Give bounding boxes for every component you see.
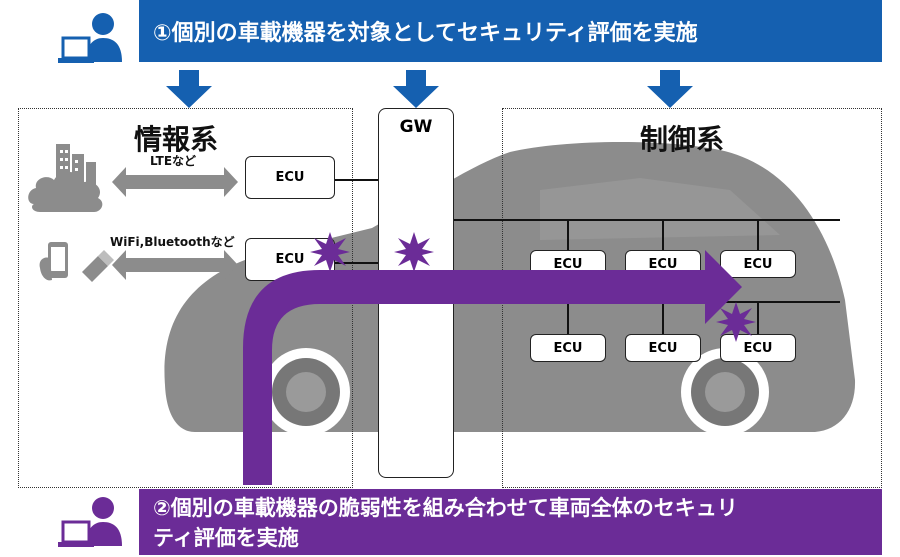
vulnerability-burst-icon	[716, 302, 756, 342]
ecu-box: ECU	[245, 156, 335, 199]
smartphone-usb-icon	[39, 242, 114, 282]
ecu-label: ECU	[648, 256, 678, 272]
down-arrow-icon	[166, 70, 212, 108]
ecu-label: ECU	[553, 340, 583, 356]
bottom-banner-line1: ②個別の車載機器の脆弱性を組み合わせて車両全体のセキュリ	[153, 496, 738, 520]
info-system-title: 情報系	[134, 123, 219, 156]
person-computer-icon	[58, 13, 122, 63]
ecu-label: ECU	[275, 252, 305, 267]
wifi-label: WiFi,Bluetoothなど	[110, 235, 235, 249]
down-arrow-icon	[647, 70, 693, 108]
ecu-label: ECU	[553, 256, 583, 272]
gateway-label: GW	[399, 117, 433, 137]
person-computer-icon	[58, 497, 122, 547]
lte-label: LTEなど	[150, 154, 197, 168]
control-system-title: 制御系	[640, 123, 725, 156]
vulnerability-burst-icon	[310, 232, 350, 272]
ecu-box: ECU	[530, 334, 606, 362]
ecu-label: ECU	[743, 256, 773, 272]
ecu-label: ECU	[275, 170, 305, 185]
top-banner-text: ①個別の車載機器を対象としてセキュリティ評価を実施	[153, 21, 698, 46]
ecu-box: ECU	[720, 250, 796, 278]
ecu-label: ECU	[743, 340, 773, 356]
bottom-banner: ②個別の車載機器の脆弱性を組み合わせて車両全体のセキュリ ティ評価を実施	[139, 489, 882, 555]
ecu-box: ECU	[625, 334, 701, 362]
ecu-box: ECU	[720, 334, 796, 362]
down-arrow-icon	[393, 70, 439, 108]
ecu-label: ECU	[648, 340, 678, 356]
vulnerability-burst-icon	[394, 232, 434, 272]
double-arrow-icon	[112, 167, 238, 197]
bottom-banner-line2: ティ評価を実施	[153, 526, 299, 550]
cloud-building-icon	[28, 144, 103, 212]
double-arrow-icon	[112, 250, 238, 280]
top-banner: ①個別の車載機器を対象としてセキュリティ評価を実施	[139, 0, 882, 62]
